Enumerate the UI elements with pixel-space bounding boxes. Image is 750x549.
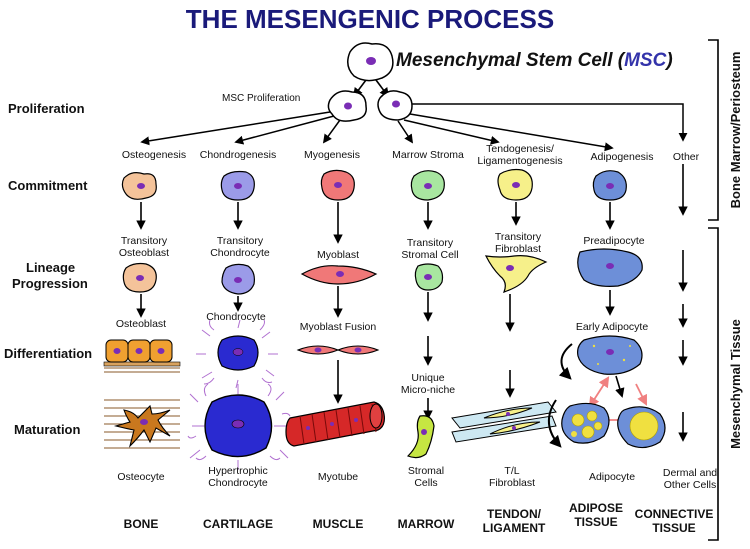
stage-commitment: Commitment [8, 178, 88, 193]
stromal-cells-label-2: Cells [414, 477, 437, 489]
adipose-progression-label: Preadipocyte [583, 235, 644, 247]
process-adipogenesis: Adipogenesis [590, 151, 653, 163]
diagram-title: THE MESENGENIC PROCESS [186, 4, 554, 34]
stage-progression: Progression [12, 276, 88, 291]
svg-text:Mesenchymal Stem Cell (MS: Mesenchymal Stem Cell (MSC) [396, 50, 673, 71]
tissue-bone: BONE [124, 517, 159, 531]
transitory-osteoblast-cell [122, 262, 157, 293]
committed-cell-marrow [410, 170, 445, 201]
tl-fibroblast-label-2: Fibroblast [489, 477, 535, 489]
marrow-niche-label-1: Unique [411, 372, 444, 384]
msc-daughter-cell-right [377, 90, 413, 121]
hypertrophic-chondrocyte-cell [187, 383, 291, 470]
osteoblast-label: Osteoblast [116, 318, 166, 330]
msc-daughter-cell-left [327, 90, 367, 122]
hypertrophic-chondrocyte-label-2: Chondrocyte [208, 477, 268, 489]
myotube-cell [285, 401, 385, 447]
stage-maturation: Maturation [14, 422, 81, 437]
committed-cell-adipose [592, 170, 627, 201]
process-myogenesis: Myogenesis [304, 149, 360, 161]
stage-proliferation: Proliferation [8, 101, 85, 116]
stage-differentiation: Differentiation [4, 346, 92, 361]
transitory-chondrocyte-cell [221, 263, 255, 295]
side-label-mesenchymal-tissue: Mesenchymal Tissue [728, 319, 743, 449]
chondrocyte-label: Chondrocyte [206, 311, 266, 323]
osteocyte-cell [104, 399, 180, 449]
msc-proliferation-label: MSC Proliferation [222, 93, 300, 104]
tissue-tendon: TENDON/ [487, 507, 542, 521]
transitory-fibroblast-cell [484, 255, 548, 293]
tissue-adipose-2: TISSUE [574, 515, 617, 529]
msc-cell [347, 42, 394, 82]
committed-cell-bone [121, 172, 157, 200]
branch-arrows [140, 103, 688, 152]
tissue-ligament: LIGAMENT [483, 521, 546, 535]
myoblast-fusion-cells [296, 345, 380, 355]
bracket-mesenchymal-tissue [708, 227, 719, 541]
process-osteogenesis: Osteogenesis [122, 149, 186, 161]
msc-label: Mesenchymal Stem Cell [396, 50, 613, 71]
early-adipocyte-cell [577, 335, 643, 375]
side-label-bone-marrow: Bone Marrow/Periosteum [728, 52, 743, 209]
tissue-marrow: MARROW [398, 517, 455, 531]
tissue-adipose: ADIPOSE [569, 501, 623, 515]
osteocyte-label: Osteocyte [117, 471, 164, 483]
osteoblast-layer [103, 339, 181, 373]
bone-progression-label-2: Osteoblast [119, 247, 169, 259]
muscle-progression-label: Myoblast [317, 249, 359, 261]
committed-cell-tendon [497, 168, 533, 201]
committed-cell-cartilage [220, 170, 255, 201]
stromal-cells-label-1: Stromal [408, 465, 444, 477]
chondrocyte-cell [196, 319, 278, 389]
tissue-cartilage: CARTILAGE [203, 517, 273, 531]
tissue-muscle: MUSCLE [313, 517, 364, 531]
preadipocyte-cell [577, 248, 643, 287]
bone-progression-label-1: Transitory [121, 235, 168, 247]
adipocyte-cells [561, 402, 666, 449]
hypertrophic-chondrocyte-label-1: Hypertrophic [208, 465, 268, 477]
dermal-cells-label-1: Dermal and [663, 467, 717, 479]
bracket-bone-marrow [708, 39, 719, 221]
stromal-cell [406, 415, 435, 459]
tissue-connective: CONNECTIVE [635, 507, 714, 521]
tendon-progression-label-1: Transitory [495, 231, 542, 243]
adipocyte-label: Adipocyte [589, 471, 635, 483]
tl-fibroblast-cells [451, 401, 557, 443]
stage-lineage: Lineage [26, 260, 75, 275]
msc-abbrev: MSC [624, 50, 667, 71]
myotube-label: Myotube [318, 471, 358, 483]
myoblast-cell [300, 265, 378, 285]
committed-cell-muscle [320, 169, 355, 201]
tendon-progression-label-2: Fibroblast [495, 243, 541, 255]
transitory-stromal-cell [414, 263, 444, 291]
process-chondrogenesis: Chondrogenesis [200, 149, 276, 161]
cartilage-progression-label-2: Chondrocyte [210, 247, 270, 259]
tissue-connective-2: TISSUE [652, 521, 695, 535]
myoblast-fusion-label: Myoblast Fusion [300, 321, 377, 333]
marrow-niche-label-2: Micro-niche [401, 384, 455, 396]
process-other: Other [673, 151, 700, 163]
marrow-progression-label-1: Transitory [407, 237, 454, 249]
process-tendogenesis: Tendogenesis/ [486, 143, 554, 155]
process-marrow-stroma: Marrow Stroma [392, 149, 464, 161]
cartilage-progression-label-1: Transitory [217, 235, 264, 247]
dermal-cells-label-2: Other Cells [664, 479, 717, 491]
early-adipocyte-label: Early Adipocyte [576, 321, 649, 333]
marrow-progression-label-2: Stromal Cell [401, 249, 458, 261]
process-ligamentogenesis: Ligamentogenesis [477, 155, 562, 167]
tl-fibroblast-label-1: T/L [504, 465, 519, 477]
